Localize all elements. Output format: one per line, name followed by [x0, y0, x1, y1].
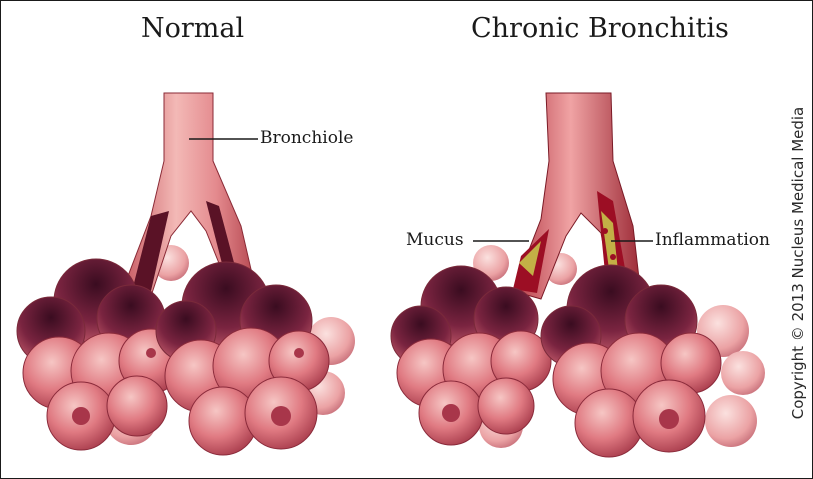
chronic-bronchitis-title: Chronic Bronchitis [471, 13, 729, 44]
inflamed-bronchiole [391, 93, 765, 457]
bronchiole-label: Bronchiole [260, 128, 353, 148]
inflammation-label: Inflammation [655, 230, 770, 250]
copyright-notice: Copyright © 2013 Nucleus Medical Media [789, 107, 807, 420]
mucus-label: Mucus [406, 230, 464, 250]
normal-title: Normal [141, 13, 244, 44]
